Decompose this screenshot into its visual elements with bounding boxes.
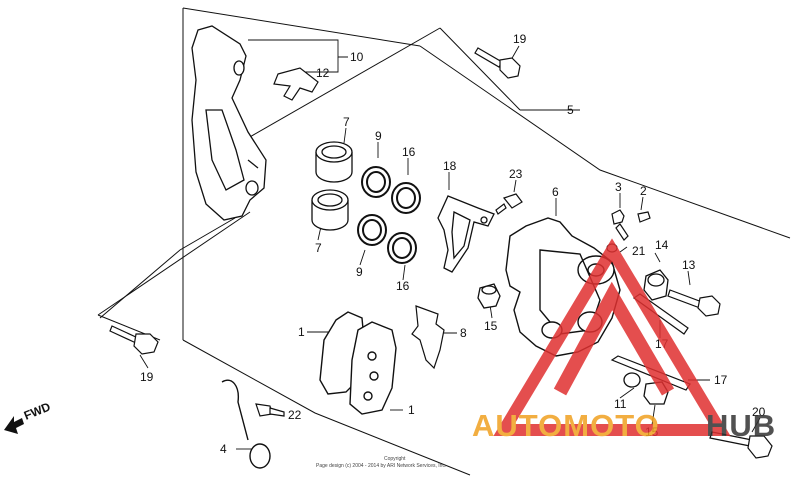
bracket-clip: [273, 67, 319, 101]
callout-13: 13: [682, 258, 696, 272]
callout-5: 5: [567, 103, 574, 117]
pad-spring: [411, 305, 445, 370]
callout-12: 12: [316, 66, 330, 80]
bracket-bolt-lower: [109, 325, 159, 355]
callout-4: 4: [220, 442, 227, 456]
callout-9-top: 9: [375, 129, 382, 143]
watermark-text-dark: HUB: [706, 408, 776, 443]
callout-1-bottom: 1: [408, 403, 415, 417]
callout-18: 18: [443, 159, 457, 173]
callout-1-top: 1: [298, 325, 305, 339]
callout-7-bottom: 7: [315, 241, 322, 255]
caliper-bracket: [191, 25, 267, 221]
fwd-label: FWD: [22, 399, 53, 422]
watermark-logo-icon: [493, 238, 731, 436]
callout-labels: 10 12 19 5 7 9 16 18 23 3 2 6 21 14 13 7…: [140, 32, 766, 456]
assembly-outline: [97, 7, 791, 476]
pad-pin-bolt: [495, 193, 523, 215]
hose-clip: [221, 379, 271, 469]
pin-boot: [643, 269, 669, 301]
callout-17-bottom: 17: [714, 373, 728, 387]
boot-small: [477, 283, 501, 309]
pad-shim: [437, 195, 495, 273]
callout-11: 11: [614, 397, 627, 411]
callout-8: 8: [460, 326, 467, 340]
callout-16-bottom: 16: [396, 279, 410, 293]
callout-22: 22: [288, 408, 302, 422]
callout-14: 14: [655, 238, 669, 252]
copyright-line-2: Page design (c) 2004 - 2014 by ARI Netwo…: [316, 463, 446, 469]
callout-6: 6: [552, 185, 559, 199]
forward-direction-indicator: FWD: [4, 399, 53, 434]
callout-19-bottom: 19: [140, 370, 154, 384]
callout-10: 10: [350, 50, 364, 64]
forward-arrow-icon: [4, 416, 24, 434]
copyright-line-1: Copyright: [384, 456, 406, 462]
piston-seals: [357, 166, 421, 264]
small-bolt: [255, 403, 285, 417]
callout-2: 2: [640, 184, 647, 198]
watermark-text-accent: AUTOMOTO: [472, 408, 660, 443]
callout-7-top: 7: [343, 115, 350, 129]
brake-pads: [319, 311, 397, 415]
bracket-bolt-top: [474, 47, 521, 79]
copyright-notice: Copyright Page design (c) 2004 - 2014 by…: [316, 456, 446, 469]
automotohub-watermark: AUTOMOTO HUB: [472, 238, 776, 443]
callout-20: 20: [752, 405, 766, 419]
caliper-bolt: [667, 289, 721, 317]
callout-21: 21: [632, 244, 646, 258]
callout-23: 23: [509, 167, 523, 181]
callout-16-top: 16: [402, 145, 416, 159]
callout-15-middle: 15: [484, 319, 498, 333]
callout-3: 3: [615, 180, 622, 194]
callout-19-top: 19: [513, 32, 527, 46]
caliper-pistons: [311, 141, 353, 231]
callout-9-bottom: 9: [356, 265, 363, 279]
